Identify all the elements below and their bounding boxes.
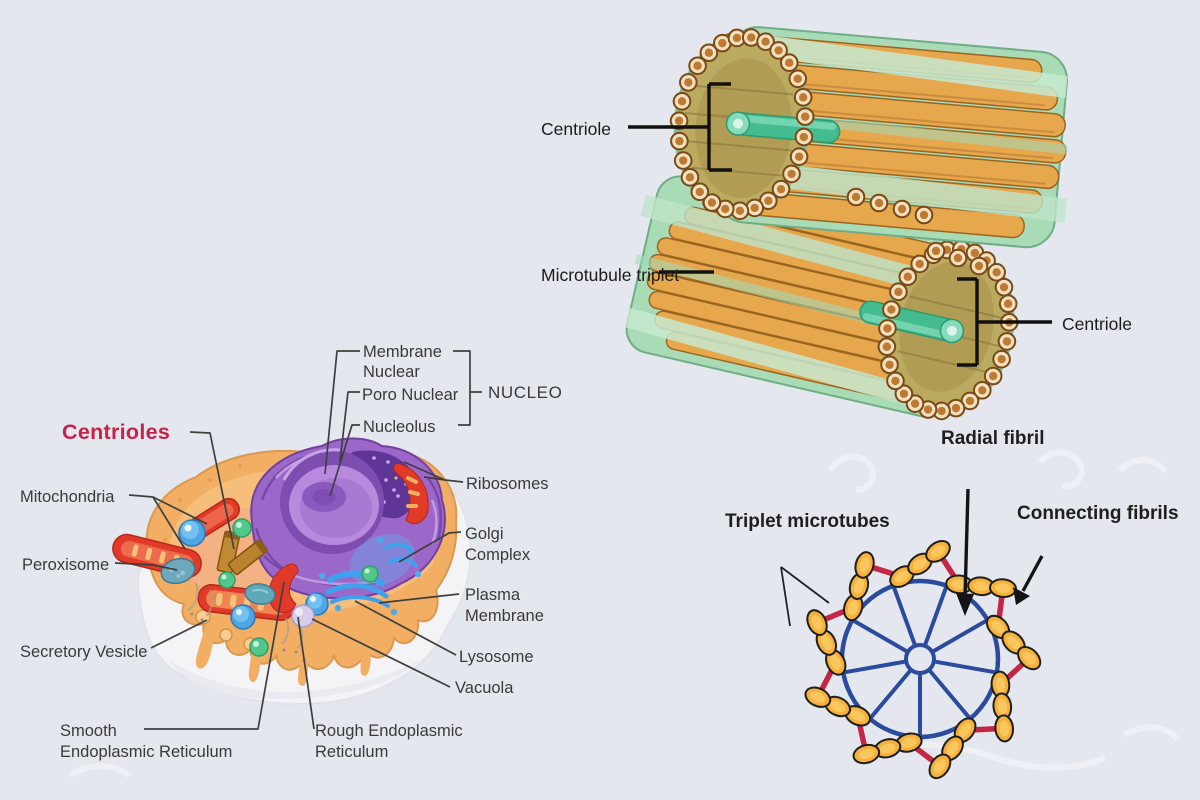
leader-nucleolus <box>329 424 360 497</box>
lysosome-sphere <box>305 592 329 616</box>
label-plasma-membrane: Plasma Membrane <box>465 586 544 625</box>
connecting-fibrils-arrow <box>1021 555 1044 592</box>
lysosome-sphere <box>178 519 206 547</box>
lysosome-sphere <box>230 604 256 630</box>
leader-vacuola <box>311 618 451 688</box>
label-ribosomes: Ribosomes <box>466 475 549 493</box>
label-golgi-complex: Golgi Complex <box>465 525 531 564</box>
leader-membrane-nuclear <box>324 350 360 475</box>
microtubule-ring-lower <box>877 239 1019 421</box>
teal-oval <box>244 583 276 605</box>
label-radial-fibril: Radial fibril <box>941 428 1045 449</box>
leader-rough-er <box>297 616 315 730</box>
nucleo-bracket <box>453 350 482 426</box>
radial-fibril-arrowhead <box>956 593 974 616</box>
bracket-upper-centriole <box>628 82 732 172</box>
label-connecting-fibrils: Connecting fibrils <box>1017 503 1179 524</box>
leader-peroxisome <box>114 562 178 571</box>
label-nucleo: NUCLEO <box>488 383 563 402</box>
label-triplet-microtubes: Triplet microtubes <box>725 511 890 532</box>
connecting-fibrils-arrowhead <box>1013 587 1030 605</box>
label-poro-nuclear: Poro Nuclear <box>362 386 459 404</box>
leader-plasma-membrane <box>378 593 460 604</box>
leader-centrioles <box>189 431 235 550</box>
leader-smooth-er <box>144 581 285 730</box>
animal-cell-illustration <box>112 437 472 705</box>
bracket-lower-centriole <box>957 277 1052 367</box>
label-secretory-vesicle: Secretory Vesicle <box>20 643 148 661</box>
leader-poro-nuclear <box>339 391 360 462</box>
leader-golgi <box>398 531 462 563</box>
leader-secretory-vesicle <box>150 619 208 649</box>
label-peroxisome: Peroxisome <box>22 556 110 574</box>
label-centrioles-title: Centrioles <box>62 420 171 444</box>
leader-triplet-microtubes <box>780 566 830 627</box>
label-lysosome: Lysosome <box>459 648 534 666</box>
centriole-brackets <box>628 82 1052 367</box>
label-mitochondria: Mitochondria <box>20 488 115 506</box>
cross-section-arrows <box>780 488 1044 627</box>
leader-lines <box>114 350 482 730</box>
label-rough-er: Rough Endoplasmic Reticulum <box>315 722 463 761</box>
vacuole-sphere <box>291 604 315 628</box>
green-vesicles <box>218 518 379 657</box>
microtubule-ring-upper <box>669 28 934 225</box>
leader-ribosomes <box>403 461 464 483</box>
label-microtubule-triplet: Microtubule triplet <box>541 265 680 285</box>
radial-fibril-arrow <box>963 488 970 599</box>
leader-lysosome <box>354 600 457 656</box>
label-membrane-nuclear: Membrane Nuclear <box>363 343 442 381</box>
label-smooth-er: Smooth Endoplasmic Reticulum <box>60 722 233 761</box>
label-centriole-top: Centriole <box>541 119 612 139</box>
label-nucleolus: Nucleolus <box>363 418 436 436</box>
label-vacuola: Vacuola <box>455 679 514 697</box>
centriole-cross-section-illustration <box>804 540 1042 780</box>
label-centriole-right: Centriole <box>1062 314 1133 334</box>
leader-mitochondria <box>128 494 208 550</box>
